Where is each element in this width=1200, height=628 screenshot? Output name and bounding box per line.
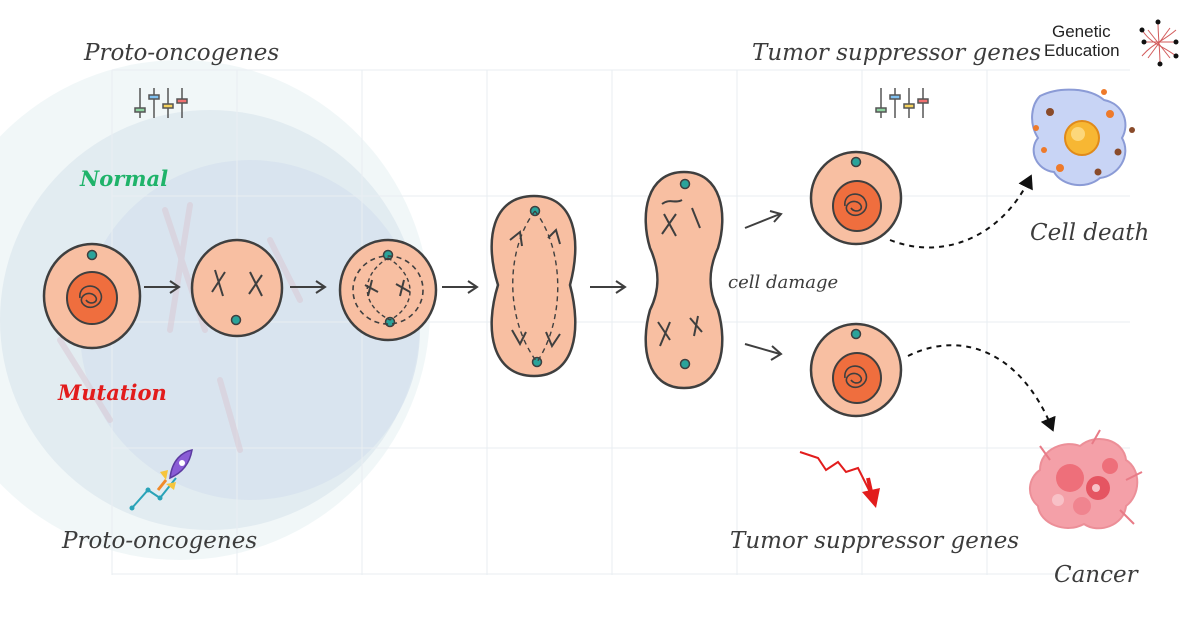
arrow-icon (744, 343, 781, 355)
daughter-cell-upper (809, 150, 903, 246)
label-tumor-suppressor-bottom: Tumor suppressor genes (730, 528, 1020, 554)
daughter-cell-lower (809, 322, 903, 418)
cell-anaphase (490, 194, 577, 378)
apoptotic-cell-icon (1031, 88, 1135, 187)
brand-name-line2: Education (1044, 41, 1120, 60)
equalizer-icon (134, 88, 188, 118)
arrow-icon (744, 213, 781, 229)
label-normal: Normal (80, 166, 169, 191)
cell-telophase (644, 170, 724, 390)
dna-network-icon (1141, 21, 1177, 65)
cell-prophase (190, 238, 284, 338)
rocket-icon (129, 449, 193, 511)
cancer-cluster-icon (1029, 429, 1143, 530)
cell-interphase (42, 242, 142, 350)
cell-metaphase (338, 238, 438, 342)
brand-name-line1: Genetic (1052, 22, 1111, 41)
label-cell-damage: cell damage (728, 272, 839, 293)
label-proto-oncogenes-bottom: Proto-oncogenes (62, 528, 258, 554)
label-proto-oncogenes-top: Proto-oncogenes (84, 40, 280, 66)
label-cancer: Cancer (1054, 562, 1138, 588)
label-mutation: Mutation (58, 380, 167, 405)
label-cell-death: Cell death (1030, 220, 1150, 246)
equalizer-icon (875, 88, 929, 118)
decline-arrow-icon (799, 451, 880, 508)
dashed-arrow-to-death (889, 174, 1033, 249)
label-tumor-suppressor-top: Tumor suppressor genes (752, 40, 1042, 66)
brand-dots (1139, 19, 1179, 67)
dashed-arrow-to-cancer (907, 344, 1056, 432)
